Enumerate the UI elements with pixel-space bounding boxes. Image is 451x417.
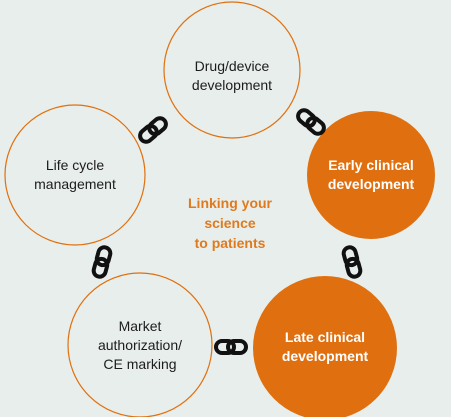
stage-line: development	[191, 77, 273, 93]
center-line: to patients	[194, 235, 266, 251]
chain-link-icon	[91, 245, 113, 279]
center-line: Linking your	[188, 195, 272, 211]
chain-link-icon	[341, 245, 363, 279]
stage-label-life-cycle: Life cycle management	[15, 155, 135, 195]
stage-line: Late clinical	[284, 329, 366, 345]
stage-label-late-clinical: Late clinical development	[265, 327, 385, 367]
chain-link-icon	[296, 108, 326, 136]
circle-market-authorization	[67, 272, 213, 417]
stage-line: management	[34, 176, 116, 192]
stage-label-drug-device: Drug/device development	[172, 56, 292, 96]
chain-link-icon	[138, 116, 168, 144]
stage-line: Life cycle	[45, 157, 105, 173]
stage-line: Drug/device	[194, 58, 270, 74]
circle-drug-device	[163, 1, 301, 139]
stage-line: authorization/	[97, 336, 183, 353]
circle-life-cycle	[4, 104, 146, 246]
stage-label-early-clinical: Early clinical development	[311, 155, 431, 195]
stage-line: development	[327, 176, 415, 192]
center-line: science	[204, 215, 256, 231]
chain-link-icon	[214, 339, 248, 355]
stage-line: Early clinical	[328, 157, 414, 173]
center-caption: Linking your science to patients	[165, 192, 295, 254]
stage-line: development	[281, 348, 369, 364]
stage-label-market-authorization: Market authorization/ CE marking	[75, 315, 205, 375]
stage-line: Market	[118, 317, 162, 334]
circle-late-clinical	[253, 276, 397, 417]
stage-line: CE marking	[103, 355, 177, 372]
circle-early-clinical	[307, 111, 435, 239]
